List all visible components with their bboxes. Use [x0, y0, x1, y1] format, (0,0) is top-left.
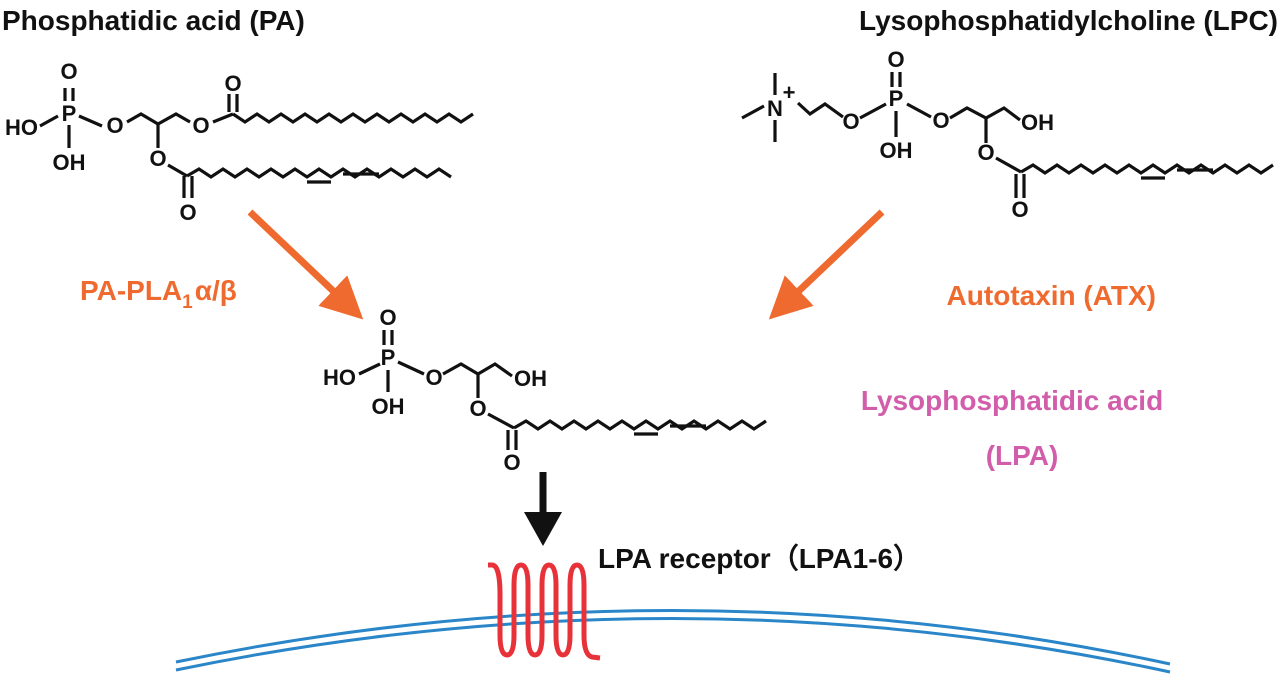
lpc-atom-oh: OH — [880, 138, 913, 163]
pa-atom-ho: HO — [5, 115, 38, 140]
lpc-structure: N + O O P OH O OH O O — [741, 47, 1274, 222]
lpa-atom-oh: OH — [514, 366, 547, 391]
pa-pla1-subscript: 1 — [182, 292, 193, 313]
lpa-atom-o: O — [469, 396, 486, 421]
lpa-atom-oh: OH — [372, 394, 405, 419]
pa-atom-o: O — [60, 59, 77, 84]
pa-pla1-main: PA-PLA — [80, 275, 182, 306]
lpc-atom-o: O — [887, 47, 904, 72]
pa-atom-o: O — [192, 113, 209, 138]
lpc-title: Lysophosphatidylcholine (LPC) — [859, 5, 1278, 36]
lpc-atom-o: O — [1011, 197, 1028, 222]
lpc-atom-o: O — [842, 109, 859, 134]
pa-atom-o: O — [106, 113, 123, 138]
lpa-name-line2: (LPA) — [986, 440, 1059, 471]
cell-membrane — [175, 609, 1171, 674]
lpa-atom-o: O — [379, 305, 396, 330]
lpc-to-lpa-arrow — [768, 209, 885, 320]
pa-atom-p: P — [62, 101, 77, 126]
pa-atom-oh: OH — [53, 150, 86, 175]
lpa-name-line1: Lysophosphatidic acid — [861, 385, 1163, 416]
receptor-label: LPA receptor（LPA1-6） — [598, 542, 921, 574]
lpc-atom-oh: OH — [1021, 110, 1054, 135]
pa-atom-o: O — [179, 200, 196, 225]
lpa-atom-ho: HO — [323, 365, 356, 390]
lpc-atom-o: O — [977, 140, 994, 165]
pa-structure: O P HO OH O O O O O — [5, 59, 474, 225]
pa-to-lpa-arrow — [247, 209, 364, 320]
lpc-atom-o: O — [932, 108, 949, 133]
pa-pla1-isoforms: α/β — [195, 275, 237, 306]
lpc-charge-plus: + — [783, 80, 796, 105]
pa-pla1-label: PA-PLA1α/β — [80, 275, 237, 313]
pa-title: Phosphatidic acid (PA) — [2, 5, 305, 36]
lpa-atom-p: P — [381, 345, 396, 370]
lpa-structure: O P HO OH O OH O O — [323, 305, 767, 475]
lpc-atom-p: P — [889, 86, 904, 111]
lpc-atom-n: N — [767, 96, 783, 121]
lpa-to-receptor-arrow — [524, 472, 562, 546]
pa-atom-o: O — [149, 146, 166, 171]
lpa-atom-o: O — [503, 450, 520, 475]
lpa-atom-o: O — [425, 365, 442, 390]
lpa-receptor-7tm — [488, 562, 601, 661]
atx-label: Autotaxin (ATX) — [947, 280, 1156, 311]
pa-atom-o: O — [224, 71, 241, 96]
